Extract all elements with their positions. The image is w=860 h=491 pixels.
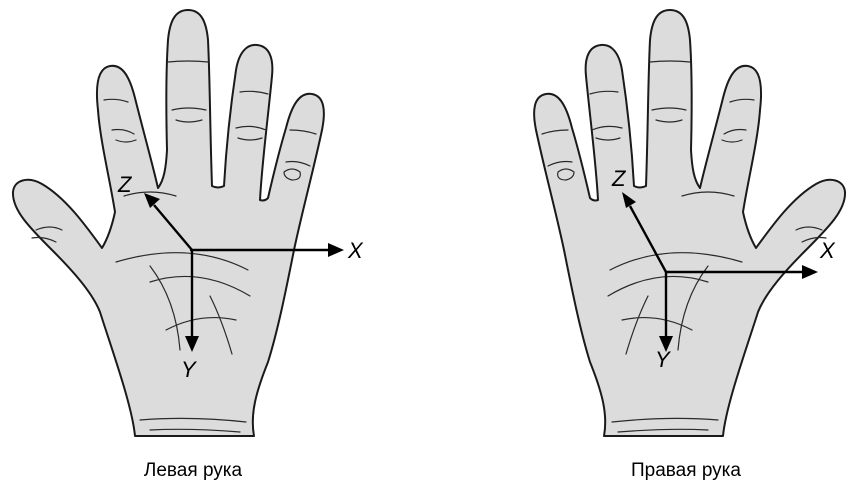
left-y-label: Y [181, 357, 197, 382]
left-hand-caption: Левая рука [93, 460, 293, 482]
left-x-label: X [347, 238, 364, 263]
left-z-label: Z [117, 172, 133, 197]
right-x-arrowhead [802, 265, 818, 279]
right-hand [534, 10, 845, 436]
right-x-label: X [819, 238, 836, 263]
left-x-arrowhead [328, 243, 344, 257]
right-hand-caption: Правая рука [586, 460, 786, 482]
right-y-label: Y [655, 347, 671, 372]
right-z-label: Z [611, 166, 627, 191]
